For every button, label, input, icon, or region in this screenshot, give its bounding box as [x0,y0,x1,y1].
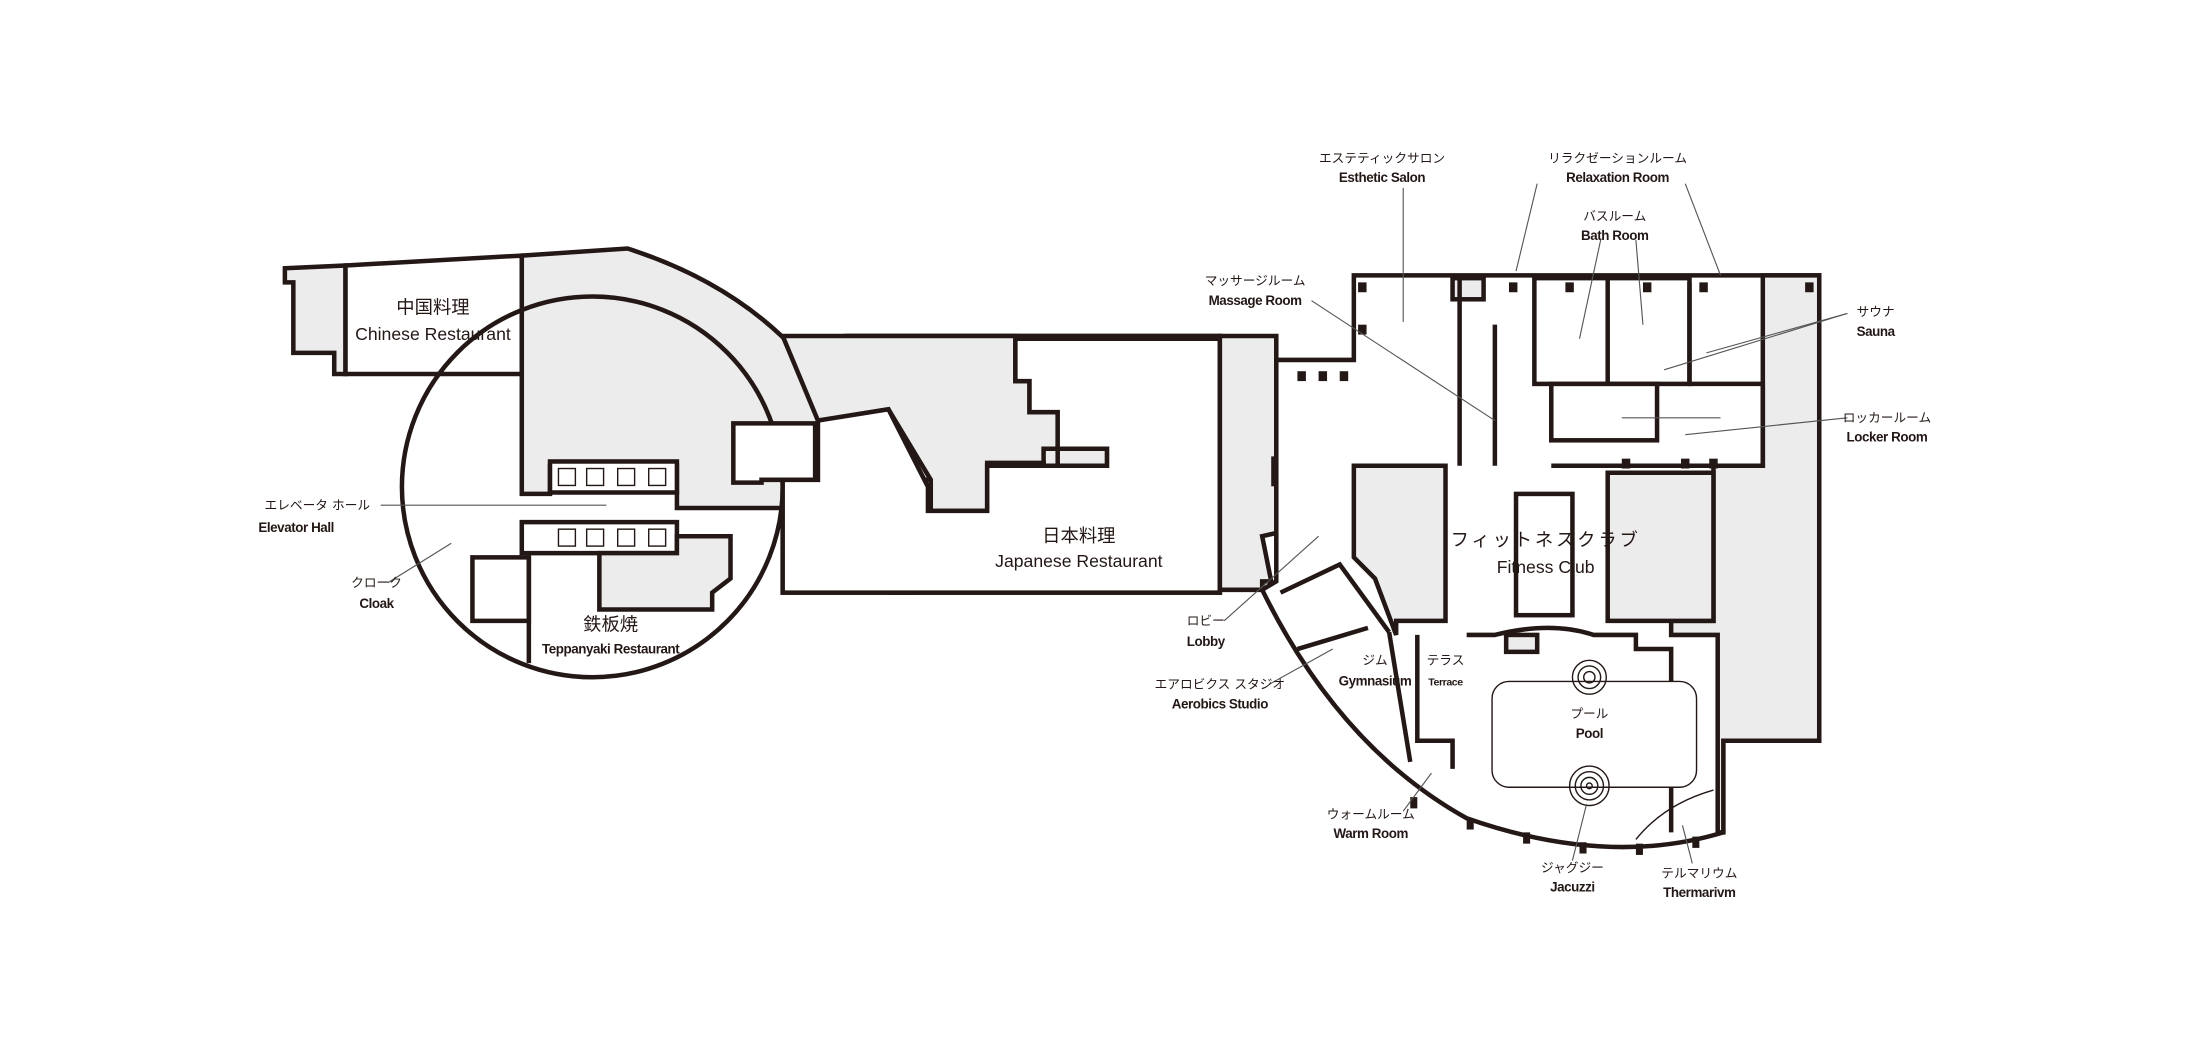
left-strip [282,263,348,377]
terrace-block [1503,632,1540,655]
label-elevator-jp: エレベータ ホール [265,497,371,512]
label-lobby-en: Lobby [1187,634,1226,649]
label-fitness-jp: フィットネスクラブ [1451,529,1641,551]
label-thermarium-jp: テルマリウム [1661,866,1737,881]
label-bath-jp: バスルーム [1583,208,1646,223]
label-gym-jp: ジム [1362,653,1387,668]
label-relaxation-jp: リラクゼーションルーム [1548,151,1687,166]
label-sauna-en: Sauna [1857,324,1896,339]
label-pool-jp: プール [1570,706,1608,721]
label-bath-en: Bath Room [1581,228,1649,243]
elevator-cars [557,467,667,547]
label-warm-en: Warm Room [1334,826,1409,841]
label-esthetic-en: Esthetic Salon [1339,170,1425,185]
teppanyaki-kitchen [597,533,733,612]
columns [1297,282,1814,855]
esthetic-grey-corner [1450,275,1486,302]
label-thermarium-en: Thermarivm [1663,885,1736,900]
label-aerobics-jp: エアロビクス スタジオ [1155,677,1286,692]
label-japanese-en: Japanese Restaurant [995,551,1163,571]
label-locker-jp: ロッカールーム [1843,410,1931,425]
label-aerobics-en: Aerobics Studio [1172,696,1268,711]
bath-room-block [1532,275,1692,387]
fitness-grey-west [1351,463,1448,636]
label-jacuzzi-jp: ジャグジー [1541,860,1604,875]
label-japanese-jp: 日本料理 [1042,526,1115,547]
room-labels: 中国料理 Chinese Restaurant エレベータ ホール Elevat… [258,151,1931,901]
label-cloak-en: Cloak [359,596,394,611]
label-locker-en: Locker Room [1847,430,1928,445]
label-lobby-jp: ロビー [1187,613,1225,628]
elevator-bank-upper [547,459,680,495]
label-esthetic-jp: エステティックサロン [1319,151,1445,166]
elevator-bank-lower [519,519,680,556]
pool-basin [1491,680,1698,788]
label-fitness-en: Fitness Club [1497,557,1595,577]
label-cloak-jp: クローク [351,575,402,590]
label-terrace-en: Terrace [1428,677,1463,689]
label-teppanyaki-en: Teppanyaki Restaurant [542,641,680,656]
leader-lines [387,183,1848,864]
label-terrace-jp: テラス [1427,653,1465,668]
locker-room-block [1549,381,1660,443]
label-chinese-en: Chinese Restaurant [355,324,511,344]
label-warm-jp: ウォームルーム [1327,806,1415,821]
left-wing [282,246,1223,680]
label-pool-en: Pool [1576,726,1603,741]
label-elevator-en: Elevator Hall [258,520,334,535]
label-chinese-jp: 中国料理 [396,297,469,318]
restroom-block [470,555,532,624]
fitness-corridor-block [1513,491,1575,618]
label-gym-en: Gymnasium [1339,674,1412,689]
label-relaxation-en: Relaxation Room [1566,170,1669,185]
jacuzzi-rings [1568,659,1610,807]
japanese-restaurant-room [780,336,1223,595]
fitness-grey-mid [1605,470,1716,624]
restroom-upper [731,421,818,485]
label-massage-jp: マッサージルーム [1205,273,1306,288]
label-massage-en: Massage Room [1209,293,1303,308]
label-sauna-jp: サウナ [1857,304,1895,319]
label-teppanyaki-jp: 鉄板焼 [583,615,638,636]
label-jacuzzi-en: Jacuzzi [1550,880,1595,895]
